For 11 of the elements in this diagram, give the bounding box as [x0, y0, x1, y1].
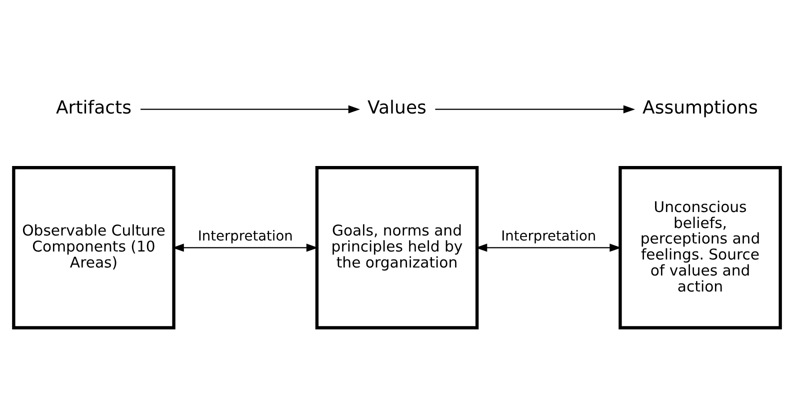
node-box: Observable Culture Components (10 Areas) [12, 166, 175, 329]
edge-label: Interpretation [197, 228, 292, 244]
edge-label: Interpretation [500, 228, 596, 244]
node-text: Values [367, 97, 426, 118]
node-text: Assumptions [642, 97, 758, 118]
node-box: Goals, norms and principles held by the organization [314, 166, 478, 329]
arrow [434, 104, 635, 113]
arrow [172, 243, 318, 252]
node-text: Artifacts [55, 97, 132, 118]
arrow [140, 104, 360, 113]
node-box: Unconscious beliefs, perceptions and feelings. Source of values and action [618, 166, 782, 329]
